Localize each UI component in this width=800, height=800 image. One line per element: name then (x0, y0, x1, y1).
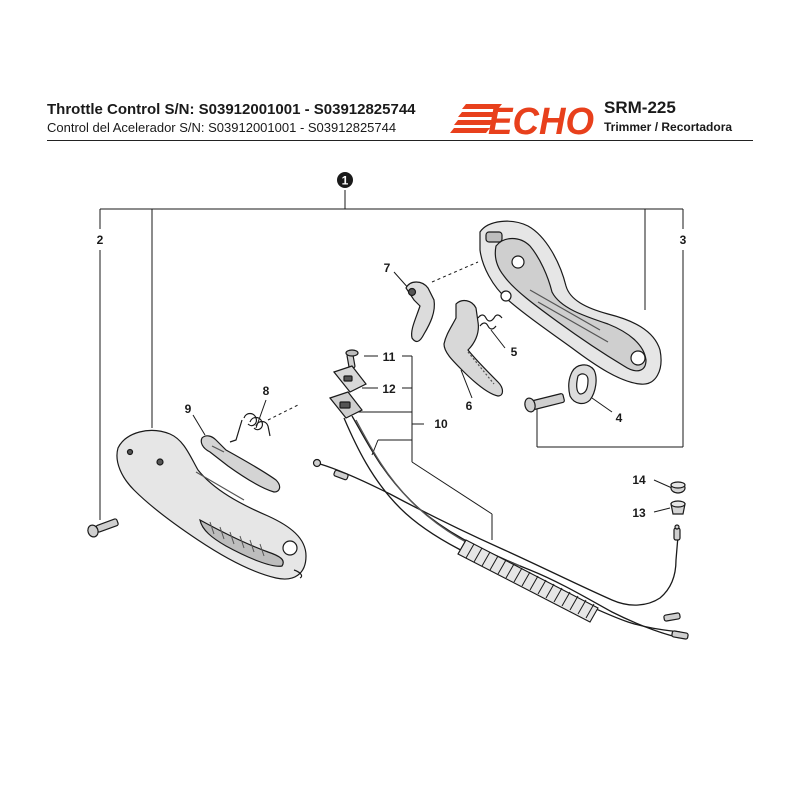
nut-part-14 (670, 481, 686, 494)
clamp-screw-part-4 (524, 393, 565, 413)
lever-part-9 (200, 435, 281, 493)
callout-12: 12 (382, 382, 396, 396)
callout-11: 11 (383, 350, 396, 364)
callout-assembly-1: 1 (337, 172, 353, 188)
spring-part-5 (477, 314, 503, 330)
callout-5: 5 (511, 345, 518, 359)
cable-end-fittings (312, 458, 689, 640)
torsion-spring-part-8 (229, 412, 271, 443)
callout-4: 4 (616, 411, 623, 425)
corrugated-tube (457, 539, 599, 623)
echo-logo: ECHO (450, 101, 594, 143)
nut-part-13 (670, 500, 686, 515)
header-divider (47, 140, 753, 141)
callout-2: 2 (97, 233, 104, 247)
screw-part-11 (345, 349, 359, 369)
callout-6: 6 (466, 399, 473, 413)
model-number: SRM-225 (604, 98, 676, 117)
page-title: Throttle Control S/N: S03912001001 - S03… (47, 101, 416, 118)
lock-lever-part-7 (405, 281, 435, 343)
callout-9: 9 (185, 402, 192, 416)
callout-7: 7 (384, 261, 391, 275)
callout-10: 10 (434, 417, 448, 431)
switch-plate-part-12 (332, 365, 367, 393)
handle-half-part-3 (479, 220, 662, 385)
product-type: Trimmer / Recortadora (604, 120, 733, 134)
callout-8: 8 (263, 384, 270, 398)
handle-half-front (116, 429, 307, 580)
throttle-trigger-part-6 (443, 299, 504, 397)
callout-1-text: 1 (342, 174, 349, 188)
leader-lines (99, 190, 684, 540)
logo-wordmark: ECHO (488, 101, 594, 143)
logo-speed-stripes (450, 104, 502, 133)
callout-13: 13 (632, 506, 646, 520)
stop-switch-part-10 (328, 391, 363, 419)
callout-14: 14 (632, 473, 646, 487)
clamp-part-4 (568, 364, 597, 405)
screw-part-2 (87, 518, 119, 538)
callout-3: 3 (680, 233, 687, 247)
assembly-dashes (267, 261, 479, 421)
page-subtitle: Control del Acelerador S/N: S03912001001… (47, 120, 397, 135)
